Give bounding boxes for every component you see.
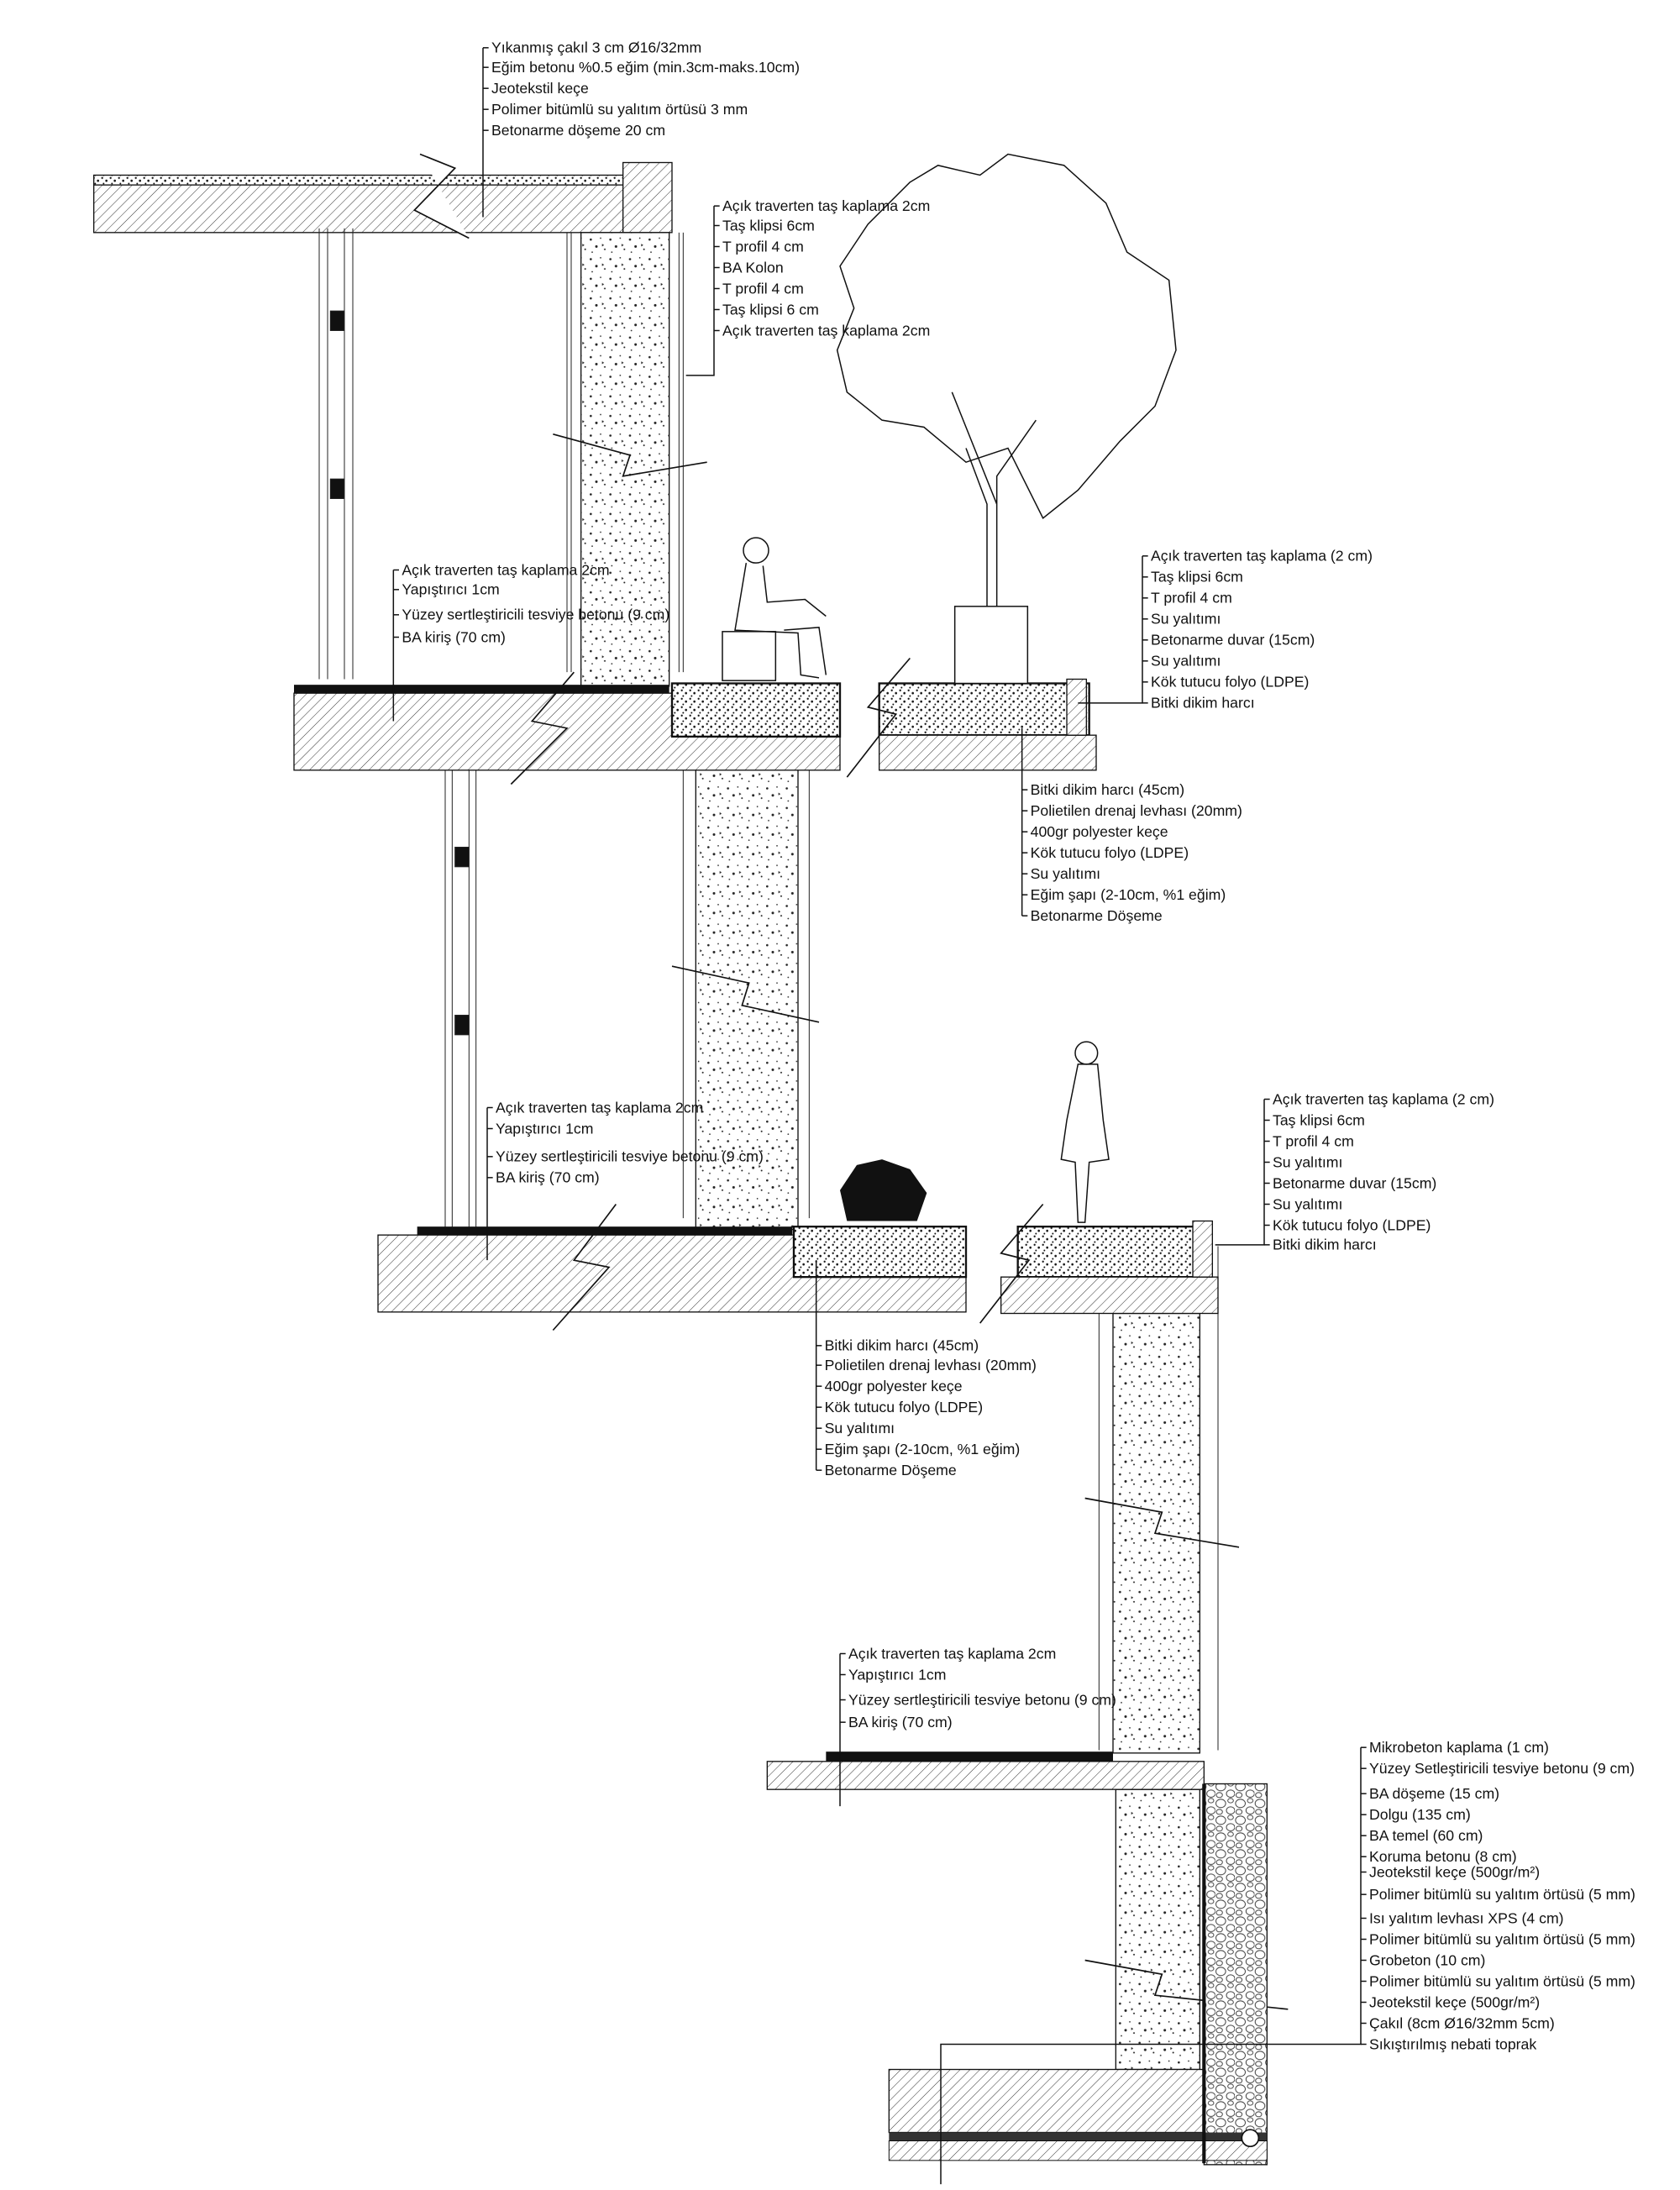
annotation-label: Yapıştırıcı 1cm [496,1120,593,1137]
label-group-planter-2: Bitki dikim harcı (45cm) Polietilen drena… [815,1260,1037,1478]
column-1 [553,232,707,687]
annotation-label: Taş klipsi 6cm [1151,569,1243,586]
annotation-label: Eğim şapı (2-10cm, %1 eğim) [825,1441,1021,1457]
leader-line [1215,1099,1265,1246]
annotation-label: Taş klipsi 6cm [1273,1111,1365,1128]
annotation-label: Yüzey sertleştiricili tesviye betonu (9 … [848,1691,1116,1708]
annotation-label: Mikrobeton kaplama (1 cm) [1369,1739,1549,1756]
annotation-label: Yıkanmış çakıl 3 cm Ø16/32mm [491,39,701,56]
annotation-label: Isı yalıtım levhası XPS (4 cm) [1369,1909,1564,1926]
annotation-label: Açık traverten taş kaplama (2 cm) [1151,548,1373,565]
shrub-figure [840,1159,927,1221]
drain-pipe-icon [1241,2129,1260,2147]
column-3 [1084,1246,1289,2071]
annotation-label: Su yalıtımı [1151,653,1221,670]
label-group-foundation: Mikrobeton kaplama (1 cm) Yüzey Setleştir… [940,1739,1635,2185]
annotation-label: 400gr polyester keçe [825,1378,963,1394]
annotation-label: Yüzey sertleştiricili tesviye betonu (9 … [402,607,669,623]
annotation-label: Dolgu (135 cm) [1369,1806,1471,1823]
annotation-label: Bitki dikim harcı [1273,1237,1377,1253]
floor-slab-1 [293,657,1097,785]
annotation-label: T profil 4 cm [1273,1132,1354,1149]
annotation-label: Polimer bitümlü su yalıtım örtüsü (5 mm) [1369,1930,1635,1947]
annotation-label: Polimer bitümlü su yalıtım örtüsü (5 mm) [1369,1886,1635,1903]
annotation-label: Eğim şapı (2-10cm, %1 eğim) [1031,886,1226,903]
window-frame-2 [444,769,477,1232]
annotation-label: Betonarme Döşeme [1031,907,1163,924]
annotation-label: Su yalıtımı [1273,1153,1342,1170]
annotation-label: BA temel (60 cm) [1369,1827,1483,1844]
annotation-label: Açık traverten taş kaplama 2cm [402,561,609,578]
leader-line [940,1747,1362,2185]
annotation-label: BA kiriş (70 cm) [496,1169,600,1186]
label-group-floor-3-beam: Açık traverten taş kaplama 2cmYapıştırıc… [839,1645,1116,1807]
annotation-label: Betonarme Döşeme [825,1462,957,1478]
label-group-planter-1: Bitki dikim harcı (45cm) Polietilen drena… [1021,727,1242,924]
annotation-label: Kök tutucu folyo (LDPE) [1151,674,1309,691]
annotation-label: Yapıştırıcı 1cm [402,581,499,598]
column-2 [671,769,820,1231]
leader-line [685,206,715,376]
annotation-label: Eğim betonu %0.5 eğim (min.3cm-maks.10cm… [491,59,800,76]
annotation-label: Su yalıtımı [1031,865,1100,882]
annotation-label: Jeotekstil keçe [491,80,589,97]
tree-figure [836,153,1177,685]
annotation-label: Çakıl (8cm Ø16/32mm 5cm) [1369,2014,1555,2031]
window-frame-1 [318,228,354,680]
annotation-label: Açık traverten taş kaplama 2cm [496,1099,703,1116]
annotation-label: Kök tutucu folyo (LDPE) [1273,1216,1431,1233]
annotation-label: Su yalıtımı [1151,611,1221,628]
annotation-label: Jeotekstil keçe (500gr/m²) [1369,1863,1540,1880]
annotation-label: Açık traverten taş kaplama 2cm [848,1645,1056,1662]
annotation-label: T profil 4 cm [722,238,804,255]
annotation-label: Yüzey Setleştiricili tesviye betonu (9 c… [1369,1760,1635,1777]
annotation-label: Yapıştırıcı 1cm [848,1666,946,1683]
annotation-label: BA kiriş (70 cm) [402,628,506,645]
annotation-label: Bitki dikim harcı [1151,695,1255,712]
roof-slab [93,153,673,239]
label-group-wall-2: Açık traverten taş kaplama (2 cm) Taş kli… [1215,1090,1494,1253]
annotation-label: Sıkıştırılmış nebati toprak [1369,2035,1536,2052]
label-group-wall-1: Açık traverten taş kaplama (2 cm) Taş kli… [1078,548,1373,712]
annotation-label: Grobeton (10 cm) [1369,1951,1485,1968]
annotation-label: Su yalıtımı [1273,1195,1342,1212]
annotation-label: Taş klipsi 6cm [722,217,815,234]
floor-slab-3 [766,1751,1205,1790]
annotation-label: 400gr polyester keçe [1031,823,1168,840]
label-group-floor-1-beam: Açık traverten taş kaplama 2cmYapıştırıc… [392,561,669,722]
standing-person-figure [1060,1041,1110,1223]
foundation [888,1783,1268,2166]
annotation-label: Kök tutucu folyo (LDPE) [825,1399,983,1415]
annotation-label: Su yalıtımı [825,1420,895,1436]
annotation-label: Polimer bitümlü su yalıtım örtüsü 3 mm [491,101,748,118]
annotation-label: T profil 4 cm [722,280,804,297]
annotation-label: Betonarme döşeme 20 cm [491,122,665,139]
annotation-label: Taş klipsi 6 cm [722,301,819,318]
annotation-label: Jeotekstil keçe (500gr/m²) [1369,1993,1540,2010]
annotation-label: Açık traverten taş kaplama 2cm [722,197,930,214]
annotation-label: Açık traverten taş kaplama (2 cm) [1273,1090,1494,1107]
floor-slab-2 [377,1203,1219,1331]
annotation-label: Bitki dikim harcı (45cm) [1031,781,1184,798]
annotation-label: Betonarme duvar (15cm) [1273,1174,1436,1191]
leader-line [1078,555,1143,704]
annotation-label: BA Kolon [722,259,784,276]
annotation-label: Bitki dikim harcı (45cm) [825,1337,979,1354]
annotation-label: BA döşeme (15 cm) [1369,1785,1499,1802]
annotation-label: Koruma betonu (8 cm) [1369,1848,1517,1865]
annotation-label: Polietilen drenaj levhası (20mm) [825,1357,1037,1373]
annotation-label: Yüzey sertleştiricili tesviye betonu (9 … [496,1148,764,1165]
seated-person-figure [722,537,827,681]
label-group-floor-2-beam: Açık traverten taş kaplama 2cmYapıştırıc… [486,1099,764,1261]
annotation-label: Kök tutucu folyo (LDPE) [1031,844,1189,861]
annotation-label: Polimer bitümlü su yalıtım örtüsü (5 mm) [1369,1972,1635,1989]
annotation-label: Polietilen drenaj levhası (20mm) [1031,802,1242,819]
annotation-label: BA kiriş (70 cm) [848,1714,953,1730]
annotation-label: T profil 4 cm [1151,590,1232,607]
annotation-label: Açık traverten taş kaplama 2cm [722,322,930,339]
annotation-label: Betonarme duvar (15cm) [1151,632,1315,649]
